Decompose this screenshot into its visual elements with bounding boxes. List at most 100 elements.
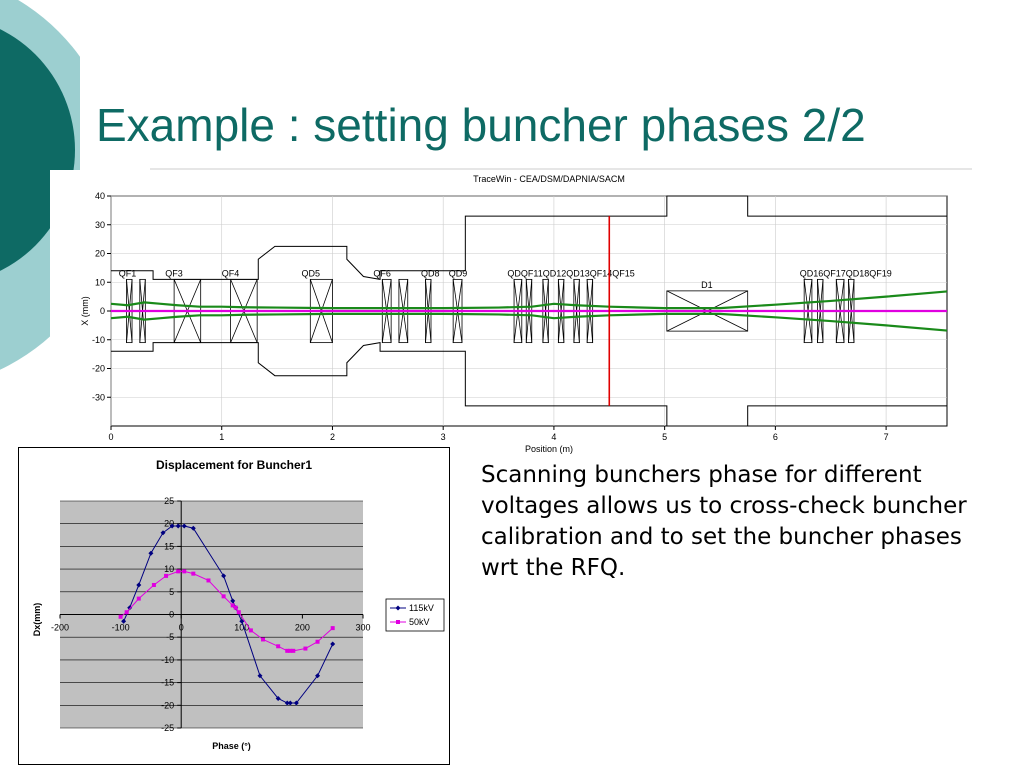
data-point-50kV — [261, 637, 266, 642]
element-label: QD9 — [449, 268, 468, 278]
data-point-50kV — [236, 610, 241, 615]
data-point-50kV — [315, 639, 320, 644]
y-tick-label: -20 — [161, 700, 174, 710]
data-point-115kV — [160, 530, 166, 536]
data-point-115kV — [169, 523, 175, 529]
data-point-50kV — [176, 569, 181, 574]
chart-title: Displacement for Buncher1 — [156, 458, 312, 472]
data-point-50kV — [164, 573, 169, 578]
data-point-115kV — [181, 523, 187, 529]
data-point-115kV — [230, 598, 236, 604]
data-point-50kV — [206, 578, 211, 583]
y-tick-label: 15 — [164, 541, 174, 551]
deco-white-notch — [50, 170, 80, 420]
element-label: QDQF11QD12QD13QF14QF15 — [507, 268, 634, 278]
data-point-115kV — [330, 641, 336, 647]
tracewin-chart-svg: TraceWin - CEA/DSM/DAPNIA/SACM 0 1 2 3 4 5 6 7 40… — [80, 174, 948, 454]
y-tick-label: -30 — [92, 392, 105, 402]
title-divider — [150, 168, 972, 170]
data-point-50kV — [288, 648, 293, 653]
y-tick-label: -10 — [92, 335, 105, 345]
element-label: QD8 — [421, 268, 440, 278]
element-label: QF6 — [373, 268, 391, 278]
legend-marker — [395, 605, 401, 611]
y-axis-label: X (mm) — [80, 296, 90, 326]
data-point-50kV — [136, 596, 141, 601]
x-tick-label: 0 — [179, 623, 184, 633]
data-point-50kV — [291, 648, 296, 653]
envelope-line-1 — [110, 290, 948, 310]
data-point-115kV — [293, 700, 299, 706]
data-point-115kV — [121, 618, 127, 624]
y-tick-label: -10 — [161, 655, 174, 665]
legend-marker — [396, 620, 400, 624]
x-tick-label: 2 — [330, 432, 335, 442]
envelope-line-2 — [110, 312, 948, 332]
x-tick-label: 4 — [551, 432, 556, 442]
slide-title: Example : setting buncher phases 2/2 — [96, 99, 866, 151]
y-tick-label: 40 — [95, 191, 105, 201]
data-point-50kV — [151, 582, 156, 587]
data-point-50kV — [330, 626, 335, 631]
y-tick-label: 20 — [95, 249, 105, 259]
element-label: QF1 — [119, 268, 137, 278]
y-tick-label: -15 — [161, 678, 174, 688]
x-tick-label: 7 — [884, 432, 889, 442]
x-tick-label: 3 — [441, 432, 446, 442]
y-tick-label: 25 — [164, 496, 174, 506]
x-tick-label: 6 — [773, 432, 778, 442]
data-point-50kV — [221, 594, 226, 599]
legend-label: 50kV — [409, 617, 430, 627]
data-point-50kV — [124, 610, 129, 615]
y-axis-label: Dx(mm) — [32, 603, 42, 637]
x-tick-label: -200 — [51, 623, 69, 633]
legend-box — [385, 598, 445, 632]
element-label: D1 — [701, 280, 713, 290]
legend-label: 115kV — [409, 603, 434, 613]
x-tick-label: -100 — [112, 623, 130, 633]
x-tick-label: 5 — [662, 432, 667, 442]
y-tick-label: 20 — [164, 519, 174, 529]
data-point-115kV — [127, 605, 133, 611]
y-tick-label: 10 — [164, 564, 174, 574]
decorative-circle-shapes — [0, 0, 80, 420]
x-tick-label: 1 — [219, 432, 224, 442]
x-tick-label: 0 — [108, 432, 113, 442]
data-point-50kV — [276, 644, 281, 649]
data-point-115kV — [221, 573, 227, 579]
data-point-50kV — [191, 571, 196, 576]
chart-title: TraceWin - CEA/DSM/DAPNIA/SACM — [473, 174, 625, 184]
data-point-50kV — [118, 614, 123, 619]
data-point-115kV — [148, 550, 154, 556]
y-tick-label: 0 — [100, 306, 105, 316]
slide-caption: Scanning bunchers phase for different vo… — [481, 462, 967, 581]
data-point-115kV — [175, 523, 181, 529]
element-label: QF3 — [165, 268, 183, 278]
y-tick-label: 10 — [95, 277, 105, 287]
y-tick-label: -5 — [166, 632, 174, 642]
data-point-115kV — [190, 525, 196, 531]
data-point-115kV — [284, 700, 290, 706]
y-tick-label: 5 — [169, 587, 174, 597]
y-tick-label: -25 — [161, 723, 174, 733]
data-point-50kV — [303, 646, 308, 651]
data-point-50kV — [182, 569, 187, 574]
x-tick-label: 100 — [234, 623, 249, 633]
displacement-chart-svg: Displacement for Buncher1 25 20 15 10 5 0 -5 -10… — [18, 447, 450, 765]
data-point-115kV — [275, 695, 281, 701]
x-tick-label: 200 — [295, 623, 310, 633]
data-point-115kV — [287, 700, 293, 706]
data-point-115kV — [257, 673, 263, 679]
data-point-115kV — [136, 582, 142, 588]
x-axis-label: Phase (°) — [212, 741, 251, 751]
element-label: QD5 — [301, 268, 320, 278]
data-point-50kV — [233, 605, 238, 610]
data-point-50kV — [230, 603, 235, 608]
data-point-50kV — [248, 628, 253, 633]
x-tick-label: 300 — [355, 623, 370, 633]
data-point-115kV — [315, 673, 321, 679]
y-tick-label: 30 — [95, 220, 105, 230]
data-point-50kV — [285, 648, 290, 653]
y-tick-label: -20 — [92, 364, 105, 374]
tracewin-envelope-chart: TraceWin - CEA/DSM/DAPNIA/SACM 0 1 2 3 4 5 6 7 40… — [74, 168, 954, 454]
